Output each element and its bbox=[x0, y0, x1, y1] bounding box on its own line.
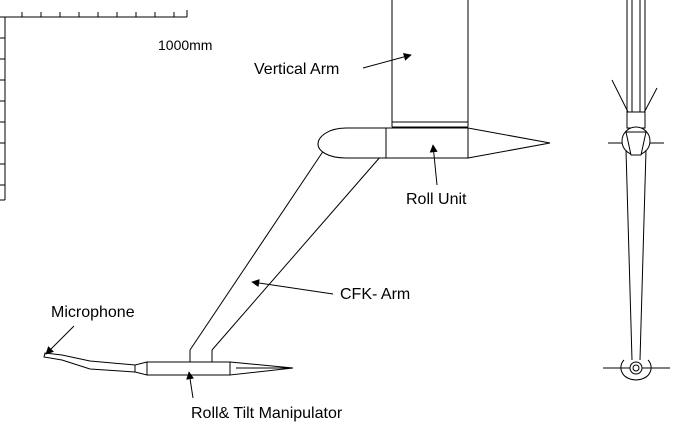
microphone bbox=[43, 352, 136, 373]
front-view bbox=[603, 0, 670, 381]
cfk-arm-arrow bbox=[251, 279, 334, 295]
roll-unit-arrow bbox=[429, 144, 438, 186]
scale-bar-ticks bbox=[0, 10, 188, 201]
microphone-arrow bbox=[45, 325, 75, 355]
scale-bar-label: 1000mm bbox=[158, 37, 212, 53]
roll-tilt-manipulator-arrow bbox=[186, 371, 195, 399]
roll-unit bbox=[317, 127, 551, 159]
cfk-arm bbox=[189, 140, 382, 362]
roll-tilt-manipulator-label: Roll& Tilt Manipulator bbox=[191, 405, 343, 422]
roll-unit-label: Roll Unit bbox=[406, 191, 467, 208]
scale-bar: 1000mm bbox=[0, 10, 212, 201]
label-roll-tilt-manipulator: Roll& Tilt Manipulator bbox=[186, 371, 343, 422]
label-roll-unit: Roll Unit bbox=[406, 144, 467, 208]
microphone-label: Microphone bbox=[51, 304, 135, 321]
roll-tilt-manipulator bbox=[134, 361, 294, 376]
vertical-arm-arrow bbox=[362, 53, 412, 69]
vertical-arm-label: Vertical Arm bbox=[254, 61, 339, 78]
label-microphone: Microphone bbox=[45, 304, 135, 355]
vertical-arm bbox=[391, 0, 469, 128]
label-cfk-arm: CFK- Arm bbox=[251, 279, 410, 303]
label-vertical-arm: Vertical Arm bbox=[254, 53, 412, 78]
cfk-arm-label: CFK- Arm bbox=[340, 286, 410, 303]
